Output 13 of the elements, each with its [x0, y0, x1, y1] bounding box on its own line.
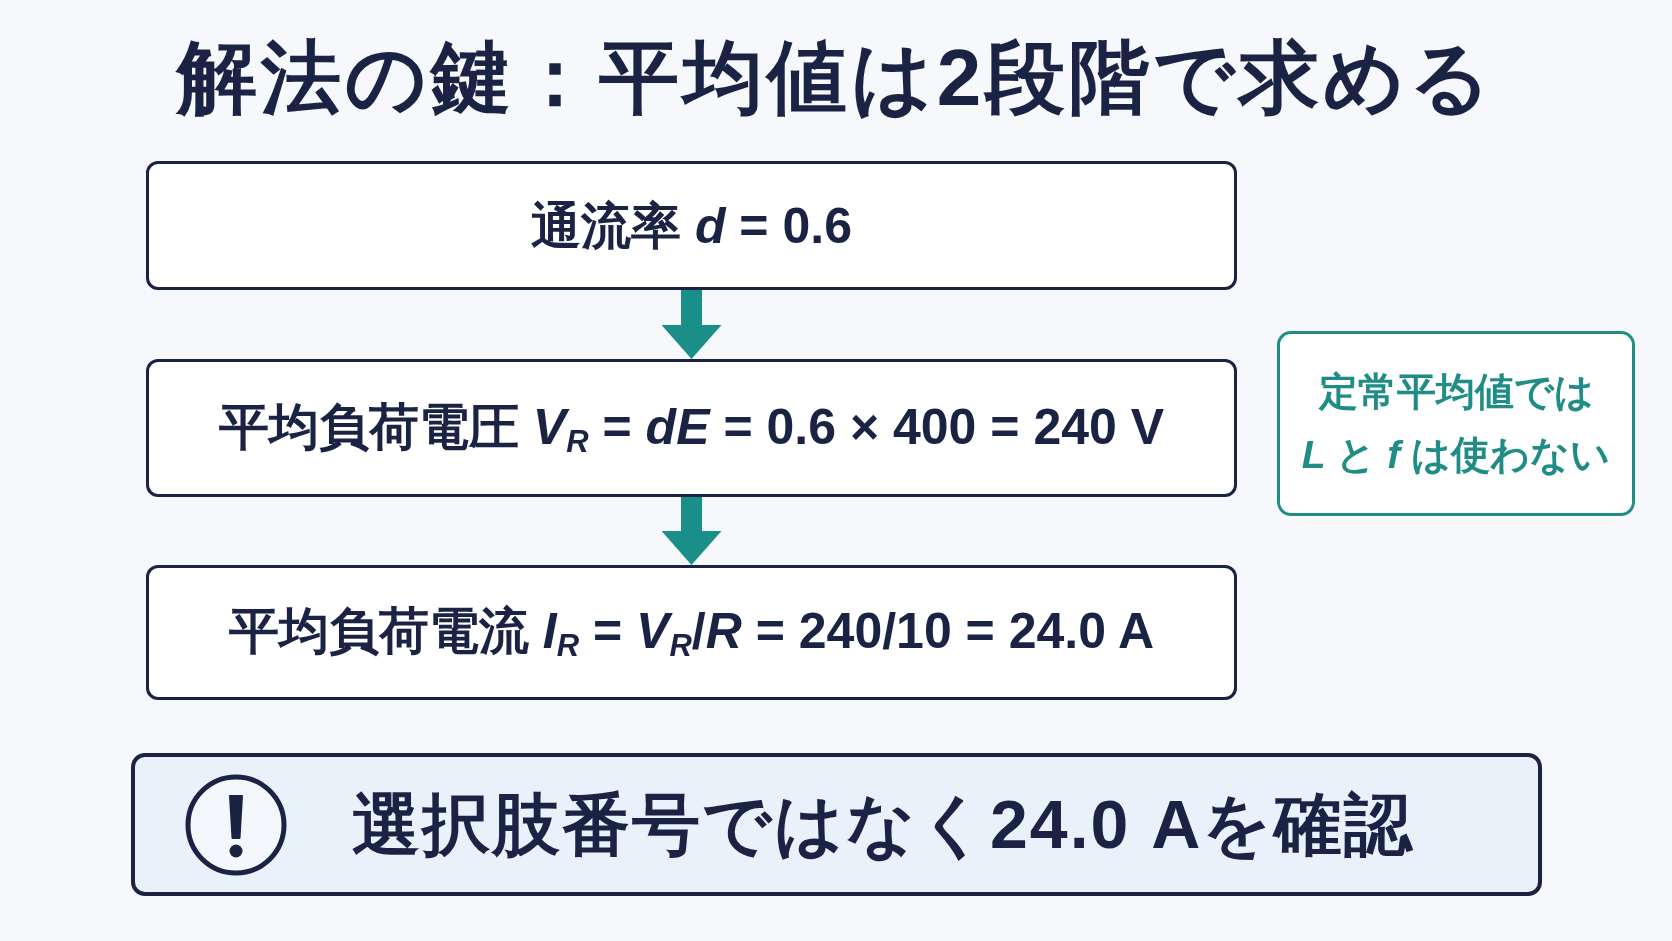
process-box [146, 359, 1237, 497]
process-box [146, 161, 1237, 290]
formula-text: 平均負荷電圧 V$_{R}$ = dE = 0.6 × 400 = 240 V [218, 397, 1165, 460]
formula-text: 通流率 d = 0.6 [531, 196, 852, 256]
note-text: 定常平均値では L と f は使わない [1300, 369, 1612, 478]
formula-text: 平均負荷電流 I$_{R}$ = V$_{R}$/R = 240/10 = 24.0 A [228, 602, 1155, 664]
warning-text: 選択肢番号ではなく24.0 Aを確認 [352, 784, 1415, 864]
arrow [661, 290, 722, 359]
process-box [146, 565, 1237, 700]
warning-box [131, 753, 1542, 896]
arrow [661, 497, 722, 565]
note-box [1277, 331, 1635, 516]
title: 解法の鍵：平均値は2段階で求める [176, 34, 1496, 122]
